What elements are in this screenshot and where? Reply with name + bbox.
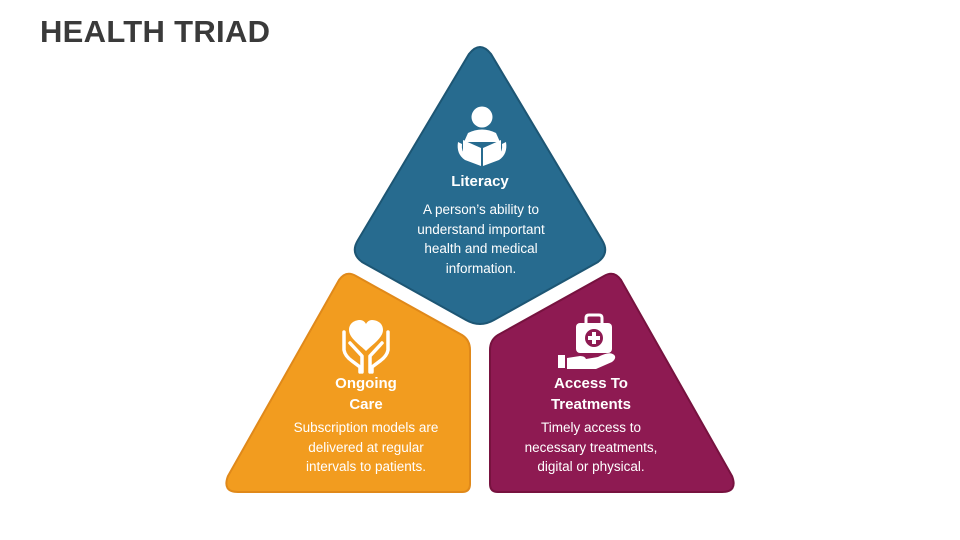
access-description: Timely access to necessary treatments, d… — [524, 420, 658, 474]
reading-person-icon — [457, 106, 507, 166]
hands-heart-icon — [342, 320, 390, 374]
care-shape — [225, 272, 471, 493]
page-title: HEALTH TRIAD — [40, 14, 271, 49]
literacy-description: A person’s ability to understand importa… — [417, 202, 545, 276]
care-title: Ongoing Care — [335, 375, 397, 413]
medical-kit-hand-icon — [558, 313, 616, 369]
access-title: Access To Treatments — [550, 375, 632, 413]
care-description: Subscription models are delivered at reg… — [293, 420, 439, 474]
literacy-shape — [353, 46, 607, 325]
access-shape — [489, 272, 735, 493]
literacy-title: Literacy — [451, 173, 509, 190]
